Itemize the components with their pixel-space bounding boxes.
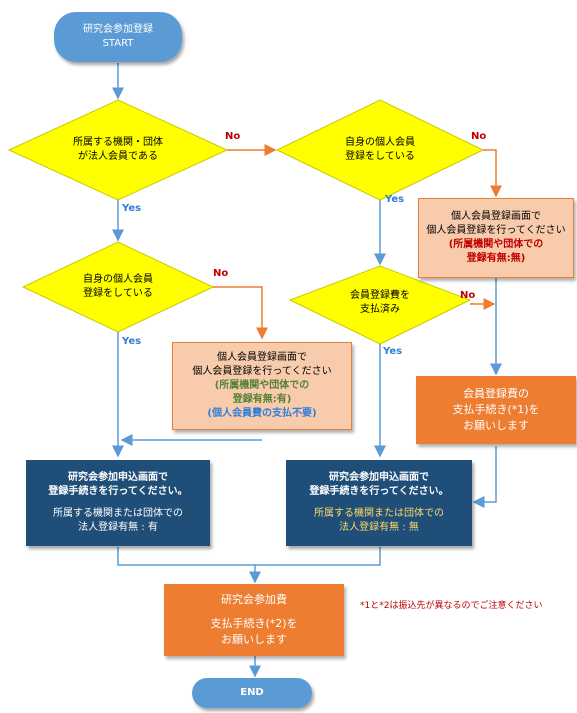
p2-line3: (所属機関や団体での bbox=[448, 239, 544, 250]
fee-line3: お願いします bbox=[221, 633, 287, 646]
membership-fee-box: 会員登録費の 支払手続き(*1)を お願いします bbox=[416, 376, 576, 444]
end-label: END bbox=[240, 687, 264, 698]
start-label: START bbox=[102, 38, 134, 49]
participation-fee-box: 研究会参加費 支払手続き(*2)を お願いします bbox=[164, 584, 344, 656]
o1-line3: お願いします bbox=[463, 419, 529, 432]
p1-line1: 個人会員登録画面で bbox=[217, 352, 307, 363]
end-terminal: END bbox=[192, 678, 312, 708]
fee-line2: 支払手続き(*2)を bbox=[210, 617, 298, 630]
decision-d4-text: 会員登録費を 支払済み bbox=[315, 285, 445, 321]
n2-line4: 法人登録有無 : 無 bbox=[339, 522, 419, 533]
yes-label-d4: Yes bbox=[383, 346, 403, 357]
n2-line1: 研究会参加申込画面で bbox=[329, 472, 429, 483]
n2-line2: 登録手続きを行ってください。 bbox=[309, 486, 449, 497]
fee-line1: 研究会参加費 bbox=[221, 593, 287, 606]
application-box-corporate-yes: 研究会参加申込画面で 登録手続きを行ってください。 所属する機関または団体での … bbox=[26, 460, 210, 546]
p2-line1: 個人会員登録画面で bbox=[451, 211, 541, 222]
d4-line2: 支払済み bbox=[360, 304, 400, 315]
yes-label-d1: Yes bbox=[122, 203, 142, 214]
arrow-n1-fee bbox=[117, 547, 261, 584]
o1-line2: 支払手続き(*1)を bbox=[452, 403, 540, 416]
d1-line1: 所属する機関・団体 bbox=[73, 137, 163, 148]
d4-line1: 会員登録費を bbox=[350, 290, 410, 301]
start-terminal: 研究会参加登録 START bbox=[54, 12, 182, 62]
d1-line2: が法人会員である bbox=[78, 151, 158, 162]
arrow-d2-p2 bbox=[483, 149, 502, 198]
no-label-d1: No bbox=[225, 131, 241, 142]
o1-line1: 会員登録費の bbox=[463, 387, 529, 400]
decision-d2-text: 自身の個人会員 登録をしている bbox=[305, 130, 455, 170]
yes-label-d3: Yes bbox=[122, 336, 142, 347]
p2-line4: 登録有無:無) bbox=[466, 253, 526, 264]
n1-line4: 法人登録有無 : 有 bbox=[78, 522, 158, 533]
p1-line3: (所属機関や団体での bbox=[214, 380, 310, 391]
d2-line2: 登録をしている bbox=[345, 151, 415, 162]
no-label-d4: No bbox=[460, 290, 476, 301]
application-box-corporate-no: 研究会参加申込画面で 登録手続きを行ってください。 所属する機関または団体での … bbox=[286, 460, 472, 546]
d2-line1: 自身の個人会員 bbox=[345, 137, 415, 148]
arrow-o1-n2 bbox=[472, 446, 497, 508]
individual-register-box-yes: 個人会員登録画面で 個人会員登録を行ってください (所属機関や団体での 登録有無… bbox=[172, 342, 352, 430]
n2-line3: 所属する機関または団体での bbox=[314, 508, 444, 519]
p1-line5: (個人会員費の支払不要) bbox=[207, 408, 317, 419]
decision-d1-text: 所属する機関・団体 が法人会員である bbox=[40, 130, 196, 170]
d3-line2: 登録をしている bbox=[83, 288, 153, 299]
arrow-n2-fee bbox=[255, 547, 381, 566]
no-label-d2: No bbox=[471, 131, 487, 142]
arrow-d3-p1 bbox=[213, 286, 268, 340]
individual-register-box-no: 個人会員登録画面で 個人会員登録を行ってください (所属機関や団体での 登録有無… bbox=[418, 198, 574, 278]
start-title: 研究会参加登録 bbox=[83, 24, 153, 35]
yes-label-d2: Yes bbox=[385, 194, 405, 205]
p1-line2: 個人会員登録を行ってください bbox=[192, 366, 332, 377]
n1-line2: 登録手続きを行ってください。 bbox=[48, 486, 188, 497]
p1-line4: 登録有無:有) bbox=[232, 394, 292, 405]
n1-line1: 研究会参加申込画面で bbox=[68, 472, 168, 483]
decision-d3-text: 自身の個人会員 登録をしている bbox=[48, 267, 188, 307]
p2-line2: 個人会員登録を行ってください bbox=[426, 225, 566, 236]
no-label-d3: No bbox=[213, 268, 229, 279]
d3-line1: 自身の個人会員 bbox=[83, 274, 153, 285]
n1-line3: 所属する機関または団体での bbox=[53, 508, 183, 519]
footnote: *1と*2は振込先が異なるのでご注意ください bbox=[360, 601, 543, 611]
